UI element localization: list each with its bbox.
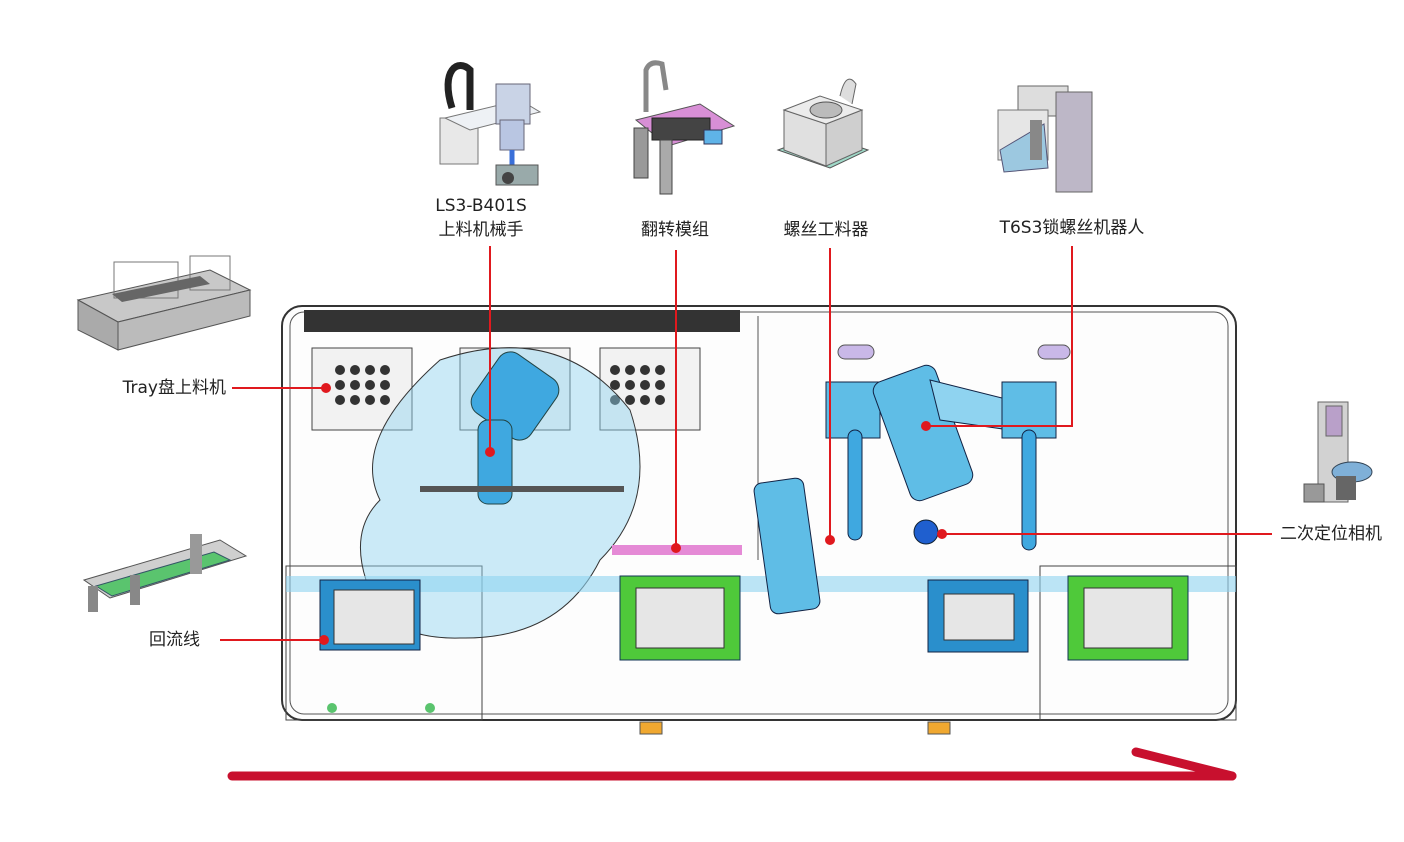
conveyor-fixtures [286,545,1236,661]
screw-feeder-label: 螺丝工料器 [783,220,869,240]
flip-module-thumbnail [633,60,736,195]
scara-work-envelope [360,347,641,639]
tray-loader-thumbnail [76,255,252,351]
scara-model-label: LS3-B401S [435,196,527,216]
scara-robot-thumbnail [439,62,542,186]
tray-loader-label: Tray盘上料机 [122,378,226,398]
flip-module-label: 翻转模组 [641,220,709,240]
flow-direction-arrow [227,747,1237,781]
callout-lines [220,246,1272,645]
screw-robot-arms [753,344,1071,615]
indicator-knobs [327,703,951,735]
t6s3-robot-thumbnail [997,85,1093,193]
callout-screw-robot [926,246,1073,427]
secondary-camera-label: 二次定位相机 [1280,524,1382,544]
scara-name-label: 上料机械手 [438,220,524,240]
screw-robot-label: T6S3锁螺丝机器人 [999,218,1145,238]
return-line-thumbnail [82,534,248,612]
secondary-camera-thumbnail [1303,401,1373,503]
screw-feeder-thumbnail [776,78,870,169]
tray-pocket-grid [335,365,665,405]
return-line-label: 回流线 [149,630,200,650]
